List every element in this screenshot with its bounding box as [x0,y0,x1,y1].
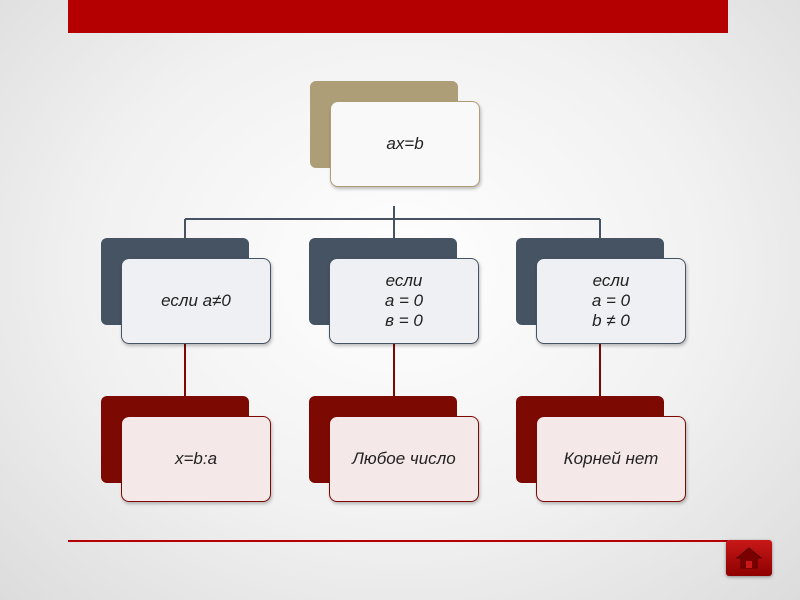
condition-node-box: если а = 0 b ≠ 0 [536,258,686,344]
condition-label: если а≠0 [161,291,231,310]
condition-node-2: если а = 0 в = 0 [309,238,479,344]
condition-label: если а = 0 b ≠ 0 [591,271,631,330]
home-icon [735,547,763,569]
condition-node-box: если а≠0 [121,258,271,344]
condition-node-3: если а = 0 b ≠ 0 [516,238,686,344]
root-node: ax=b [310,81,480,187]
result-node-box: Корней нет [536,416,686,502]
root-equation: ax=b [386,134,424,153]
result-node-box: Любое число [329,416,479,502]
result-label: x=b:a [174,449,218,468]
result-node-2: Любое число [309,396,479,502]
result-label: Корней нет [563,449,659,468]
result-node-3: Корней нет [516,396,686,502]
top-accent-bar [68,0,728,33]
result-node-box: x=b:a [121,416,271,502]
result-node-1: x=b:a [101,396,271,502]
condition-label: если а = 0 в = 0 [384,271,424,330]
condition-node-box: если а = 0 в = 0 [329,258,479,344]
condition-node-1: если а≠0 [101,238,271,344]
bottom-accent-line [68,540,728,542]
result-label: Любое число [352,449,456,468]
root-node-box: ax=b [330,101,480,187]
home-button[interactable] [726,540,772,576]
